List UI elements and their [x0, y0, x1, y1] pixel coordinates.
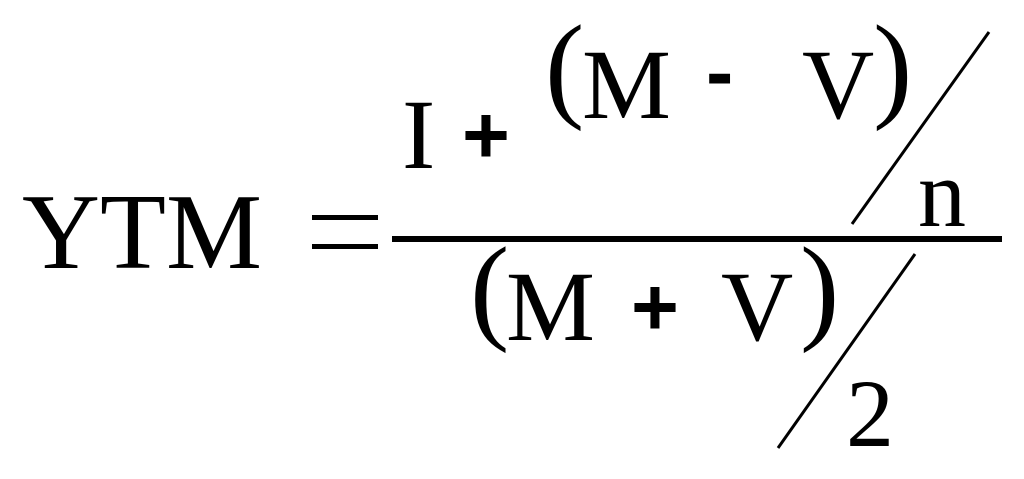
numerator-face-value: M — [582, 29, 671, 140]
numerator-price: V — [802, 29, 874, 140]
denominator-plus-sign: + — [631, 262, 679, 353]
equals-sign: = — [306, 165, 378, 298]
minus-sign: - — [706, 27, 733, 118]
numerator: I + ( M - V ) n — [402, 1, 991, 247]
equals-text: = — [306, 165, 374, 298]
denominator: ( M + V ) 2 — [470, 223, 917, 467]
denominator-open-paren: ( — [470, 223, 509, 354]
denominator-price: V — [721, 251, 793, 362]
periods-n: n — [918, 140, 966, 247]
lhs-ytm: YTM — [22, 173, 262, 292]
plus-sign: + — [462, 90, 510, 181]
numerator-open-paren: ( — [545, 1, 584, 132]
denominator-face-value: M — [506, 251, 595, 362]
numerator-close-paren: ) — [873, 1, 912, 132]
coupon-i: I — [402, 79, 435, 190]
divisor-two: 2 — [846, 360, 894, 467]
denominator-slash — [776, 253, 917, 449]
numerator-slash — [850, 31, 991, 225]
denominator-close-paren: ) — [800, 223, 839, 354]
